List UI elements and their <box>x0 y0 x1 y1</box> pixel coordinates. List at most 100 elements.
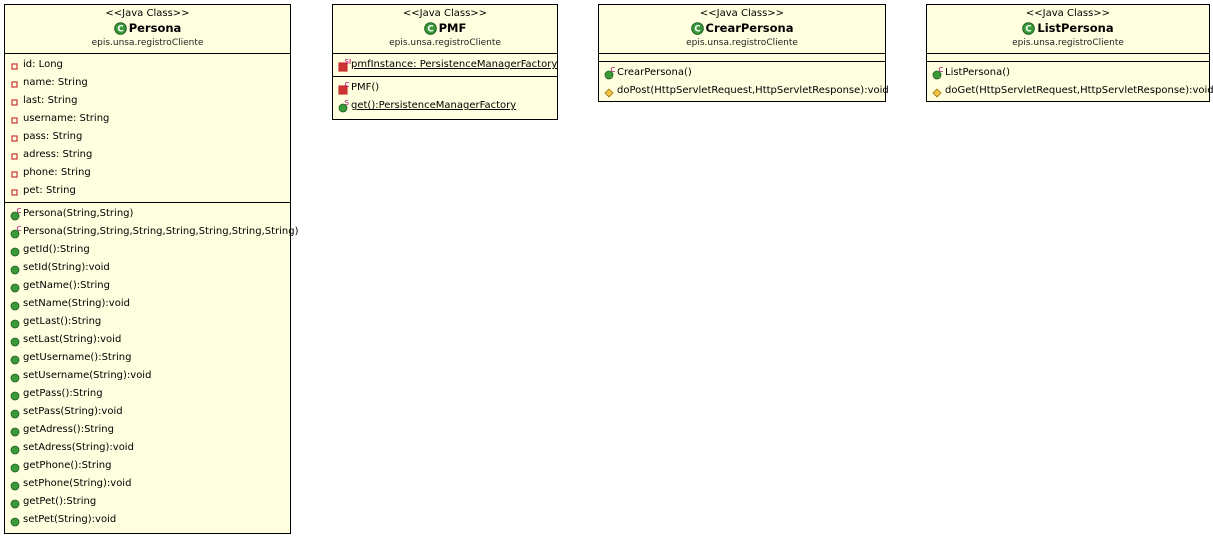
method-text: setId(String):void <box>23 262 110 273</box>
method-text: getUsername():String <box>23 352 132 363</box>
method-text: getAdress():String <box>23 424 114 435</box>
method-text: ListPersona() <box>945 67 1011 78</box>
method-text: CrearPersona() <box>617 67 692 78</box>
method-text: Persona(String,String,String,String,Stri… <box>23 226 299 237</box>
method-text: setUsername(String):void <box>23 370 152 381</box>
method-row[interactable]: setUsername(String):void <box>5 367 290 385</box>
method-row[interactable]: getLast():String <box>5 313 290 331</box>
method-row[interactable]: doPost(HttpServletRequest,HttpServletRes… <box>599 82 889 100</box>
field-row[interactable]: id: Long <box>5 56 290 74</box>
stereotype-label: <<Java Class>> <box>699 8 785 19</box>
method-row[interactable]: getAdress():String <box>5 421 290 439</box>
method-row[interactable]: doGet(HttpServletRequest,HttpServletResp… <box>927 82 1213 100</box>
field-text: phone: String <box>23 167 91 178</box>
method-text: getPass():String <box>23 388 103 399</box>
field-text: name: String <box>23 77 88 88</box>
method-row[interactable]: setPhone(String):void <box>5 475 290 493</box>
package-label: epis.unsa.registroCliente <box>1012 38 1124 48</box>
method-text: getId():String <box>23 244 90 255</box>
field-text: pet: String <box>23 185 76 196</box>
method-text: setLast(String):void <box>23 334 122 345</box>
field-row[interactable]: name: String <box>5 74 290 92</box>
class-name-text: PMF <box>438 21 467 35</box>
method-row[interactable]: getName():String <box>5 277 290 295</box>
svg-text:C: C <box>611 66 616 74</box>
field-text: pass: String <box>23 131 83 142</box>
method-row[interactable]: getPet():String <box>5 493 290 511</box>
field-row[interactable]: adress: String <box>5 146 290 164</box>
class-box-crearpersona[interactable]: <<Java Class>> C CrearPersona epis.unsa.reg… <box>598 4 889 102</box>
svg-text:SF: SF <box>345 58 352 66</box>
class-name: C CrearPersona <box>599 20 885 36</box>
method-text: getPet():String <box>23 496 97 507</box>
method-row[interactable]: setPet(String):void <box>5 511 290 529</box>
svg-text:C: C <box>345 81 350 89</box>
stereotype-label: <<Java Class>> <box>1025 8 1111 19</box>
field-text: adress: String <box>23 149 93 160</box>
svg-text:C: C <box>939 66 944 74</box>
class-name-text: ListPersona <box>1037 21 1114 35</box>
field-row[interactable]: pass: String <box>5 128 290 146</box>
method-text: setPhone(String):void <box>23 478 132 489</box>
class-icon: C <box>690 21 704 35</box>
method-row[interactable]: getId():String <box>5 241 290 259</box>
method-text: getName():String <box>23 280 110 291</box>
class-name-text: Persona <box>128 21 182 35</box>
method-text: setPass(String):void <box>23 406 123 417</box>
method-row[interactable]: setId(String):void <box>5 259 290 277</box>
svg-text:C: C <box>117 24 123 34</box>
field-row[interactable]: last: String <box>5 92 290 110</box>
stereotype-label: <<Java Class>> <box>402 8 488 19</box>
method-row[interactable]: getUsername():String <box>5 349 290 367</box>
method-text: getLast():String <box>23 316 102 327</box>
class-name-text: CrearPersona <box>705 21 794 35</box>
class-header: <<Java Class>> C CrearPersona epis.unsa.reg… <box>599 5 885 54</box>
method-text: getPhone():String <box>23 460 112 471</box>
class-icon: C <box>113 21 127 35</box>
class-icon: C <box>423 21 437 35</box>
method-text: doPost(HttpServletRequest,HttpServletRes… <box>617 85 889 96</box>
method-text: doGet(HttpServletRequest,HttpServletResp… <box>945 85 1213 96</box>
method-row[interactable]: setName(String):void <box>5 295 290 313</box>
fields-compartment <box>599 54 885 61</box>
stereotype-label: <<Java Class>> <box>105 8 190 19</box>
svg-text:S: S <box>345 99 350 107</box>
method-row[interactable]: getPass():String <box>5 385 290 403</box>
field-text: pmfInstance: PersistenceManagerFactory <box>351 59 558 70</box>
fields-compartment <box>927 54 1209 61</box>
field-row[interactable]: pet: String <box>5 182 290 200</box>
class-icon: C <box>1022 21 1036 35</box>
field-row[interactable]: username: String <box>5 110 290 128</box>
svg-text:C: C <box>694 24 700 34</box>
field-text: username: String <box>23 113 110 124</box>
fields-compartment: id: Long name: String last: String username… <box>5 54 290 202</box>
class-name: C Persona <box>5 20 290 36</box>
package-label: epis.unsa.registroCliente <box>686 38 798 48</box>
method-row[interactable]: setLast(String):void <box>5 331 290 349</box>
method-row[interactable]: setPass(String):void <box>5 403 290 421</box>
method-text: PMF() <box>351 82 380 93</box>
method-row[interactable]: setAdress(String):void <box>5 439 290 457</box>
method-text: setName(String):void <box>23 298 130 309</box>
package-label: epis.unsa.registroCliente <box>389 38 501 48</box>
field-text: last: String <box>23 95 78 106</box>
method-row[interactable]: getPhone():String <box>5 457 290 475</box>
field-row[interactable]: phone: String <box>5 164 290 182</box>
